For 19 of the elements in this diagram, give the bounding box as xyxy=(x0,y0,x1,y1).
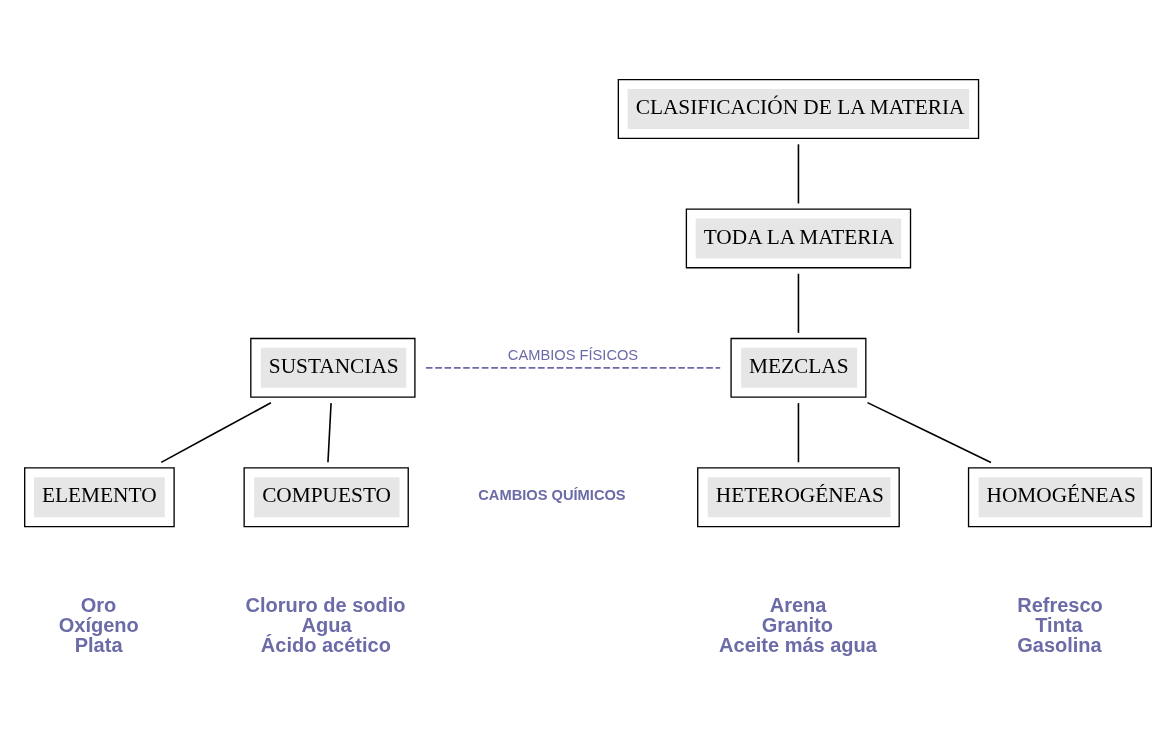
node-label: Arena xyxy=(769,593,827,616)
node-label: Oxígeno xyxy=(58,613,139,636)
connector xyxy=(797,401,800,463)
node-label: Cloruro de sodio xyxy=(245,593,406,616)
label: CAMBIOS QUÍMICOS xyxy=(478,486,626,503)
connector xyxy=(160,401,272,463)
connector xyxy=(866,401,992,463)
edge-label: CAMBIOS FÍSICOS xyxy=(507,346,639,363)
node-label: Gasolina xyxy=(1017,633,1102,656)
node-label: Tinta xyxy=(1035,613,1083,636)
connector xyxy=(797,143,800,204)
connector xyxy=(327,401,332,463)
connector xyxy=(797,272,800,334)
node-label: Refresco xyxy=(1017,593,1103,616)
node-label: Agua xyxy=(301,613,352,636)
node-label: Aceite más agua xyxy=(719,633,877,656)
connector xyxy=(425,366,721,369)
node-label: Granito xyxy=(761,613,833,636)
node-label: Oro xyxy=(80,593,117,616)
